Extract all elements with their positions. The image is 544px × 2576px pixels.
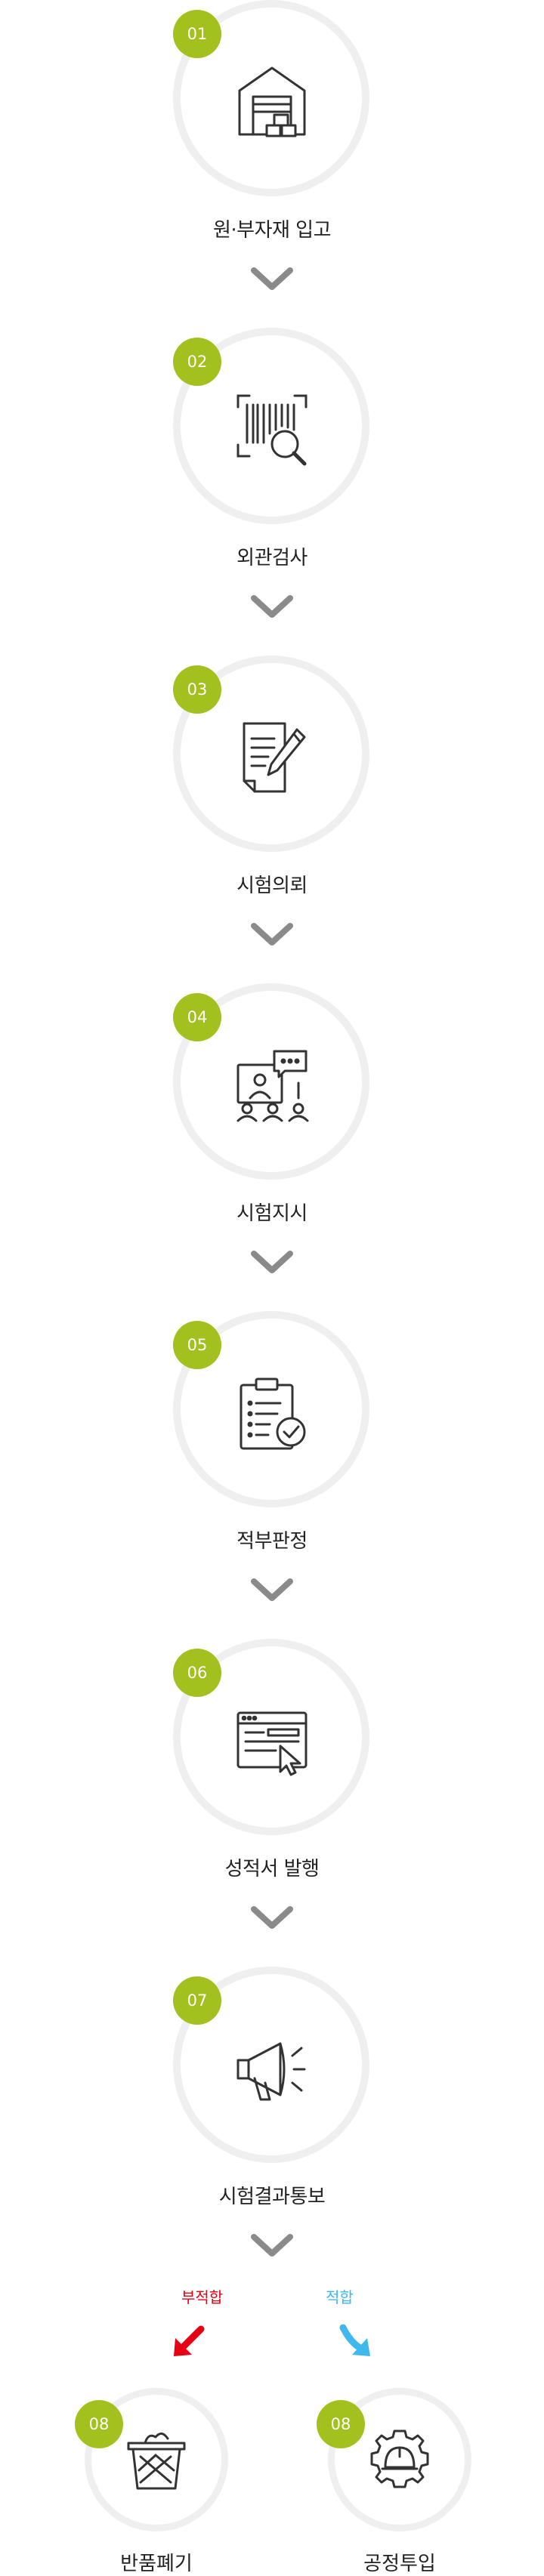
- warehouse-icon: [238, 66, 306, 137]
- megaphone-icon: [236, 2042, 306, 2101]
- step-ring: [173, 983, 369, 1180]
- step-number-badge: 04: [173, 993, 221, 1041]
- document-pen-icon: [243, 722, 306, 793]
- ending-number-badge: 08: [75, 2400, 123, 2448]
- step-label: 원·부자재 입고: [212, 219, 332, 242]
- chevron-down-icon: [251, 2234, 293, 2257]
- pass-branch-label: 적합: [326, 2288, 354, 2306]
- step-label: 적부판정: [236, 1530, 308, 1553]
- step-label: 시험결과통보: [218, 2186, 326, 2208]
- step-5: 05 적부판정: [0, 1311, 544, 1639]
- step-number-badge: 03: [173, 665, 221, 714]
- step-label: 외관검사: [236, 547, 308, 569]
- step-number-badge: 05: [173, 1321, 221, 1369]
- step-1: 01 원·부자재 입고: [0, 0, 544, 328]
- chevron-down-icon: [251, 923, 293, 946]
- ending-number-badge: 08: [317, 2400, 365, 2448]
- ending-label: 공정투입: [363, 2553, 436, 2575]
- step-ring: [173, 656, 369, 852]
- step-6: 06 성적서 발행: [0, 1639, 544, 1967]
- gear-helmet-icon: [370, 2429, 429, 2488]
- step-number-badge: 07: [173, 1976, 221, 2025]
- step-4: 04 시험지시: [0, 983, 544, 1311]
- browser-cursor-icon: [236, 1711, 308, 1776]
- step-3: 03 시험의뢰: [0, 656, 544, 983]
- chevron-down-icon: [251, 1251, 293, 1273]
- step-number-badge: 01: [173, 10, 221, 58]
- ending-label: 반품폐기: [120, 2553, 193, 2575]
- arrow-down-right-icon: [339, 2325, 370, 2356]
- chevron-down-icon: [251, 267, 293, 290]
- ending-ring: [85, 2388, 228, 2531]
- barcode-search-icon: [236, 394, 308, 466]
- fail-branch-label: 부적합: [181, 2288, 224, 2306]
- step-number-badge: 02: [173, 338, 221, 386]
- arrow-down-left-icon: [174, 2325, 205, 2356]
- step-number-badge: 06: [173, 1649, 221, 1697]
- step-label: 시험지시: [236, 1202, 308, 1225]
- step-label: 성적서 발행: [224, 1858, 320, 1880]
- chevron-down-icon: [251, 1906, 293, 1929]
- chevron-down-icon: [251, 1578, 293, 1601]
- trash-bin-icon: [127, 2433, 186, 2490]
- chevron-down-icon: [251, 595, 293, 618]
- step-7: 07 시험결과통보: [0, 1967, 544, 2294]
- meeting-chat-icon: [236, 1050, 309, 1122]
- step-2: 02 외관검사: [0, 328, 544, 656]
- clipboard-check-icon: [240, 1377, 306, 1450]
- step-label: 시험의뢰: [236, 875, 308, 897]
